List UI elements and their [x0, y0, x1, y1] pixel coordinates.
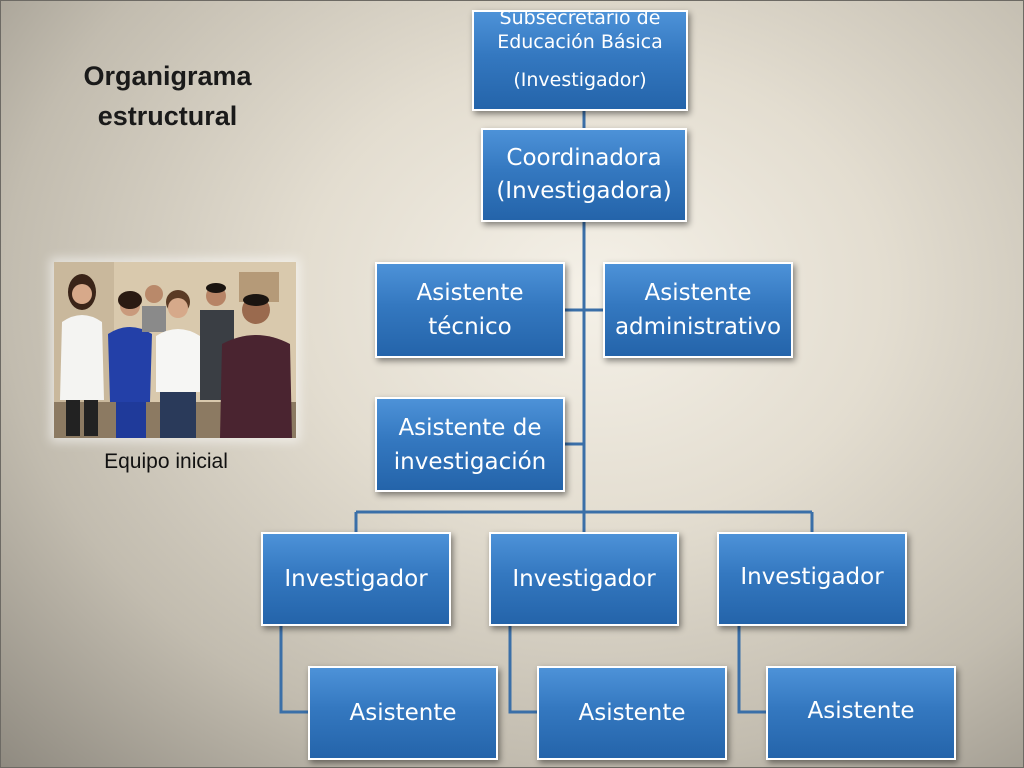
node-asistente-1: Asistente	[308, 666, 498, 760]
photo-caption: Equipo inicial	[104, 450, 228, 473]
node-investigador-2: Investigador	[489, 532, 679, 626]
team-photo	[54, 262, 296, 438]
slide-title-line1: Organigrama	[83, 61, 252, 91]
node-subsecretario-line3: (Investigador)	[513, 69, 647, 91]
node-asistente-tecnico-line2: técnico	[428, 314, 512, 340]
node-coordinadora-line1: Coordinadora	[506, 145, 662, 171]
team-photo-illustration	[54, 262, 296, 438]
node-asistente-tecnico: Asistente técnico	[375, 262, 565, 358]
node-asistente-investigacion-line2: investigación	[393, 448, 547, 475]
node-subsecretario-line2: Educación Básica	[497, 31, 663, 53]
node-asistente-label: Asistente	[807, 698, 915, 724]
node-asistente-administrativo: Asistente administrativo	[603, 262, 793, 358]
node-asistente-administrativo-line1: Asistente	[644, 280, 752, 306]
node-asistente-2: Asistente	[537, 666, 727, 760]
node-investigador-label: Investigador	[512, 566, 656, 592]
node-investigador-1: Investigador	[261, 532, 451, 626]
connector-asis3	[737, 626, 766, 714]
node-asistente-3: Asistente	[766, 666, 956, 760]
node-coordinadora-line2: (Investigadora)	[496, 178, 672, 204]
node-asistente-administrativo-line2: administrativo	[614, 314, 782, 340]
node-asistente-investigacion-line1: Asistente de	[398, 414, 542, 441]
node-investigador-label: Investigador	[284, 566, 428, 592]
connector-asis1	[279, 626, 308, 714]
node-asistente-label: Asistente	[349, 700, 457, 726]
node-coordinadora: Coordinadora (Investigadora)	[481, 128, 687, 222]
node-asistente-label: Asistente	[578, 700, 686, 726]
slide-title-line2: estructural	[97, 101, 238, 131]
node-asistente-tecnico-line1: Asistente	[416, 280, 524, 306]
connector-asis2	[508, 626, 537, 714]
slide-title: Organigrama estructural	[40, 56, 295, 136]
node-asistente-investigacion: Asistente de investigación	[375, 397, 565, 492]
node-subsecretario: Subsecretario de Educación Básica (Inves…	[472, 10, 688, 111]
node-subsecretario-line1: Subsecretario de	[499, 10, 661, 29]
node-investigador-label: Investigador	[740, 564, 884, 590]
node-investigador-3: Investigador	[717, 532, 907, 626]
